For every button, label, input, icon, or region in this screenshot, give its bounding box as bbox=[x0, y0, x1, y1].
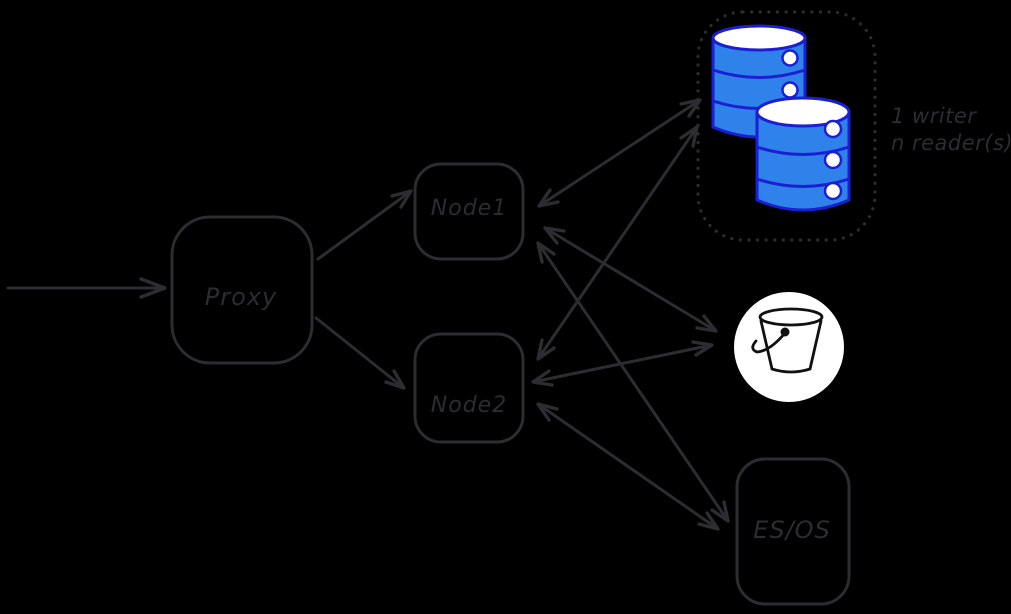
database-icon bbox=[711, 24, 851, 212]
arrow-client-to-proxy bbox=[6, 277, 167, 299]
arrow-node2-database bbox=[536, 125, 699, 361]
arrow-node1-esos bbox=[536, 241, 730, 523]
proxy-label: Proxy bbox=[205, 283, 277, 311]
esos-box bbox=[735, 457, 851, 606]
diagram-labels: Proxy Node1 Node2 ES/OS 1 writer n reade… bbox=[205, 104, 1011, 544]
node2-label: Node2 bbox=[431, 393, 507, 418]
node1-label: Node1 bbox=[431, 196, 507, 221]
arrow-proxy-to-node1 bbox=[316, 189, 413, 261]
bucket-icon bbox=[734, 292, 844, 402]
arrow-node1-database bbox=[537, 98, 702, 208]
bucket-handle-knob bbox=[780, 327, 790, 337]
node1-box bbox=[413, 162, 525, 261]
db-cylinder-front bbox=[755, 96, 851, 212]
esos-label: ES/OS bbox=[753, 516, 831, 544]
db-caption-line1: 1 writer bbox=[891, 104, 977, 128]
diagram-linework bbox=[6, 10, 877, 606]
db-caption-line2: n reader(s) bbox=[891, 131, 1011, 155]
arrow-node1-bucket bbox=[543, 226, 718, 333]
node2-box bbox=[413, 332, 525, 444]
arrow-proxy-to-node2 bbox=[314, 316, 406, 390]
arrow-node2-esos bbox=[536, 402, 720, 531]
proxy-box bbox=[170, 215, 314, 365]
database-cluster-container bbox=[696, 10, 877, 242]
arrow-node2-bucket bbox=[531, 340, 714, 387]
